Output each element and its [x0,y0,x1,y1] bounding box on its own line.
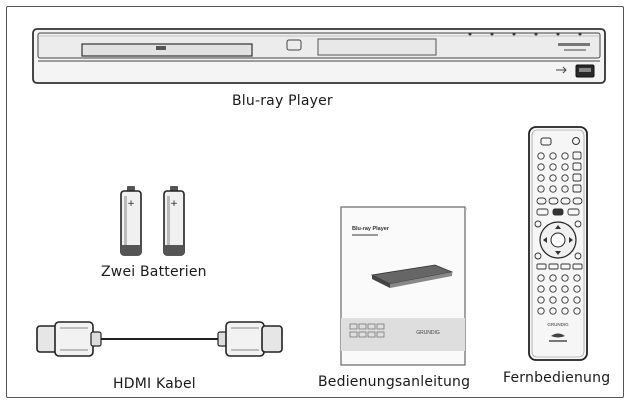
remote-brand: GRUNDIG [547,322,569,327]
accessory-box-frame [6,6,624,398]
manual-title: Blu-ray Player [352,226,390,232]
manual-brand: GRUNDIG [416,330,440,336]
remote-transport-keys [537,274,581,315]
label-blu-ray-player: Blu-ray Player [232,93,333,109]
svg-text:+: + [127,199,135,209]
label-hdmi-cable: HDMI Kabel [113,376,196,392]
remote-control-illustration: GRUNDIG [528,126,588,361]
remote-nav-pad [534,220,582,260]
battery-illustration: + + [120,186,185,256]
label-manual: Bedienungsanleitung [318,374,471,390]
manual-illustration: Blu-ray Player GRUNDIG [340,206,467,366]
svg-text:+: + [170,199,178,209]
label-remote: Fernbedienung [503,370,611,386]
remote-number-keys [537,151,582,193]
blu-ray-player-illustration [32,28,606,84]
hdmi-cable-illustration [36,321,283,357]
label-batteries: Zwei Batterien [101,264,207,280]
